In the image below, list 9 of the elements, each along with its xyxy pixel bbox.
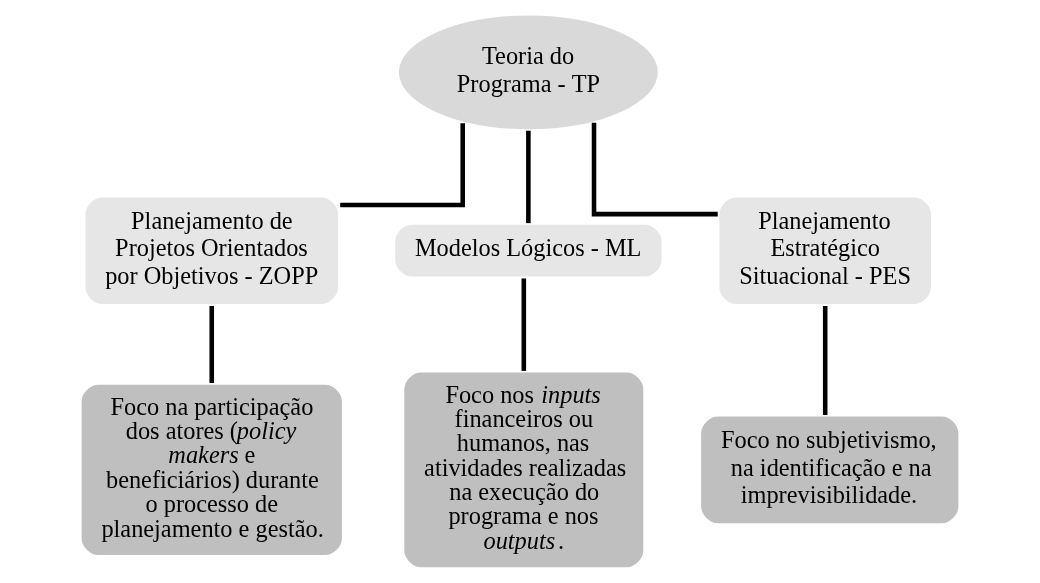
connector	[526, 130, 531, 224]
node-box: Modelos Lógicos - ML	[392, 221, 665, 280]
connector	[209, 306, 215, 383]
node-box: Foco nos inputs financeiros ou humanos, nas atividades realizadas na execução do programa e nos outputs.	[401, 369, 647, 571]
node-box: Foco no subjetivismo, na identificação e na imprevisibilidade.	[698, 413, 962, 527]
connector	[521, 278, 527, 371]
connector	[591, 122, 718, 217]
connector	[822, 306, 828, 415]
connector	[340, 123, 465, 208]
